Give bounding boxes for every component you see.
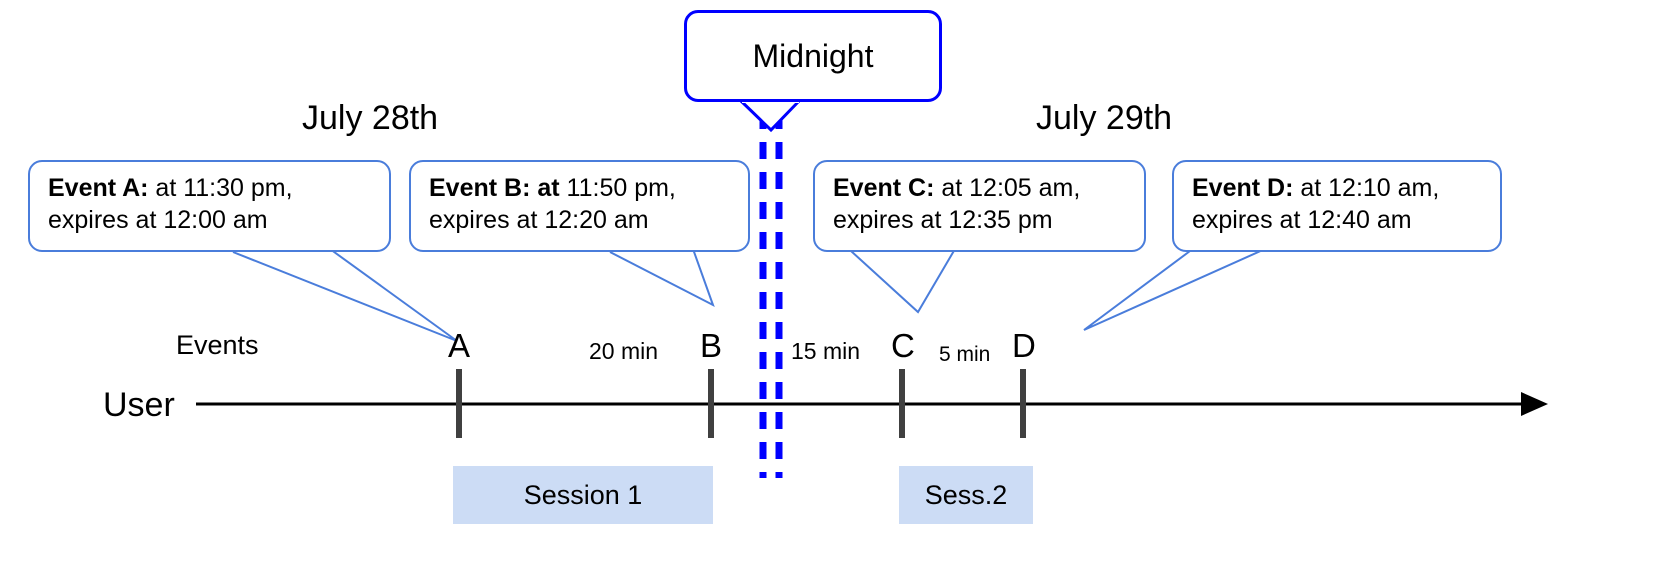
event-callout-c: Event C: at 12:05 am, expires at 12:35 p… bbox=[813, 160, 1146, 252]
midnight-callout: Midnight bbox=[684, 10, 942, 102]
session-block-2: Sess.2 bbox=[899, 466, 1033, 524]
event-callout-d-line1: Event D: at 12:10 am, bbox=[1192, 172, 1486, 204]
marker-label-c: C bbox=[891, 327, 915, 364]
leader-line-b bbox=[609, 248, 715, 308]
session-block-1-label: Session 1 bbox=[523, 479, 643, 510]
event-callout-c-line1: Event C: at 12:05 am, bbox=[833, 172, 1130, 204]
leader-line-c bbox=[850, 248, 956, 314]
event-callout-c-bold: Event C: bbox=[833, 174, 935, 202]
event-callout-c-line2: expires at 12:35 pm bbox=[833, 206, 1053, 234]
leader-line-a bbox=[232, 248, 458, 342]
event-callout-a-line2: expires at 12:00 am bbox=[48, 206, 268, 234]
duration-label-20-min: 20 min bbox=[589, 338, 659, 364]
date-label-july-29: July 29th bbox=[1036, 99, 1173, 137]
event-callout-a-bold: Event A: bbox=[48, 174, 149, 202]
event-callout-b-rest: 11:50 pm, bbox=[559, 174, 676, 202]
event-callout-b-line1: Event B: at 11:50 pm, bbox=[429, 172, 734, 204]
event-callout-b-line2: expires at 12:20 am bbox=[429, 206, 649, 234]
date-label-july-28: July 28th bbox=[302, 99, 439, 137]
event-callout-c-rest: at 12:05 am, bbox=[934, 174, 1081, 202]
event-callout-d-line2: expires at 12:40 am bbox=[1192, 206, 1412, 234]
marker-label-d: D bbox=[1012, 327, 1036, 364]
event-callout-d-rest: at 12:10 am, bbox=[1293, 174, 1440, 202]
midnight-callout-tail bbox=[738, 98, 802, 133]
event-callout-d-bold: Event D: bbox=[1192, 174, 1294, 202]
duration-label-5-min: 5 min bbox=[939, 343, 991, 366]
session-block-2-label: Sess.2 bbox=[924, 479, 1008, 510]
session-block-1: Session 1 bbox=[453, 466, 713, 524]
marker-label-a: A bbox=[448, 327, 471, 364]
leader-line-d bbox=[1083, 248, 1266, 331]
duration-label-15-min: 15 min bbox=[791, 338, 861, 364]
event-callout-d: Event D: at 12:10 am, expires at 12:40 a… bbox=[1172, 160, 1502, 252]
event-callout-b: Event B: at 11:50 pm, expires at 12:20 a… bbox=[409, 160, 750, 252]
events-row-label: Events bbox=[176, 330, 259, 360]
user-row-label: User bbox=[103, 386, 175, 424]
event-callout-a: Event A: at 11:30 pm, expires at 12:00 a… bbox=[28, 160, 391, 252]
event-callout-a-line1: Event A: at 11:30 pm, bbox=[48, 172, 375, 204]
midnight-label: Midnight bbox=[752, 37, 874, 74]
marker-label-b: B bbox=[700, 327, 723, 364]
event-callout-a-rest: at 11:30 pm, bbox=[148, 174, 293, 202]
event-callout-b-bold: Event B: at bbox=[429, 174, 560, 202]
